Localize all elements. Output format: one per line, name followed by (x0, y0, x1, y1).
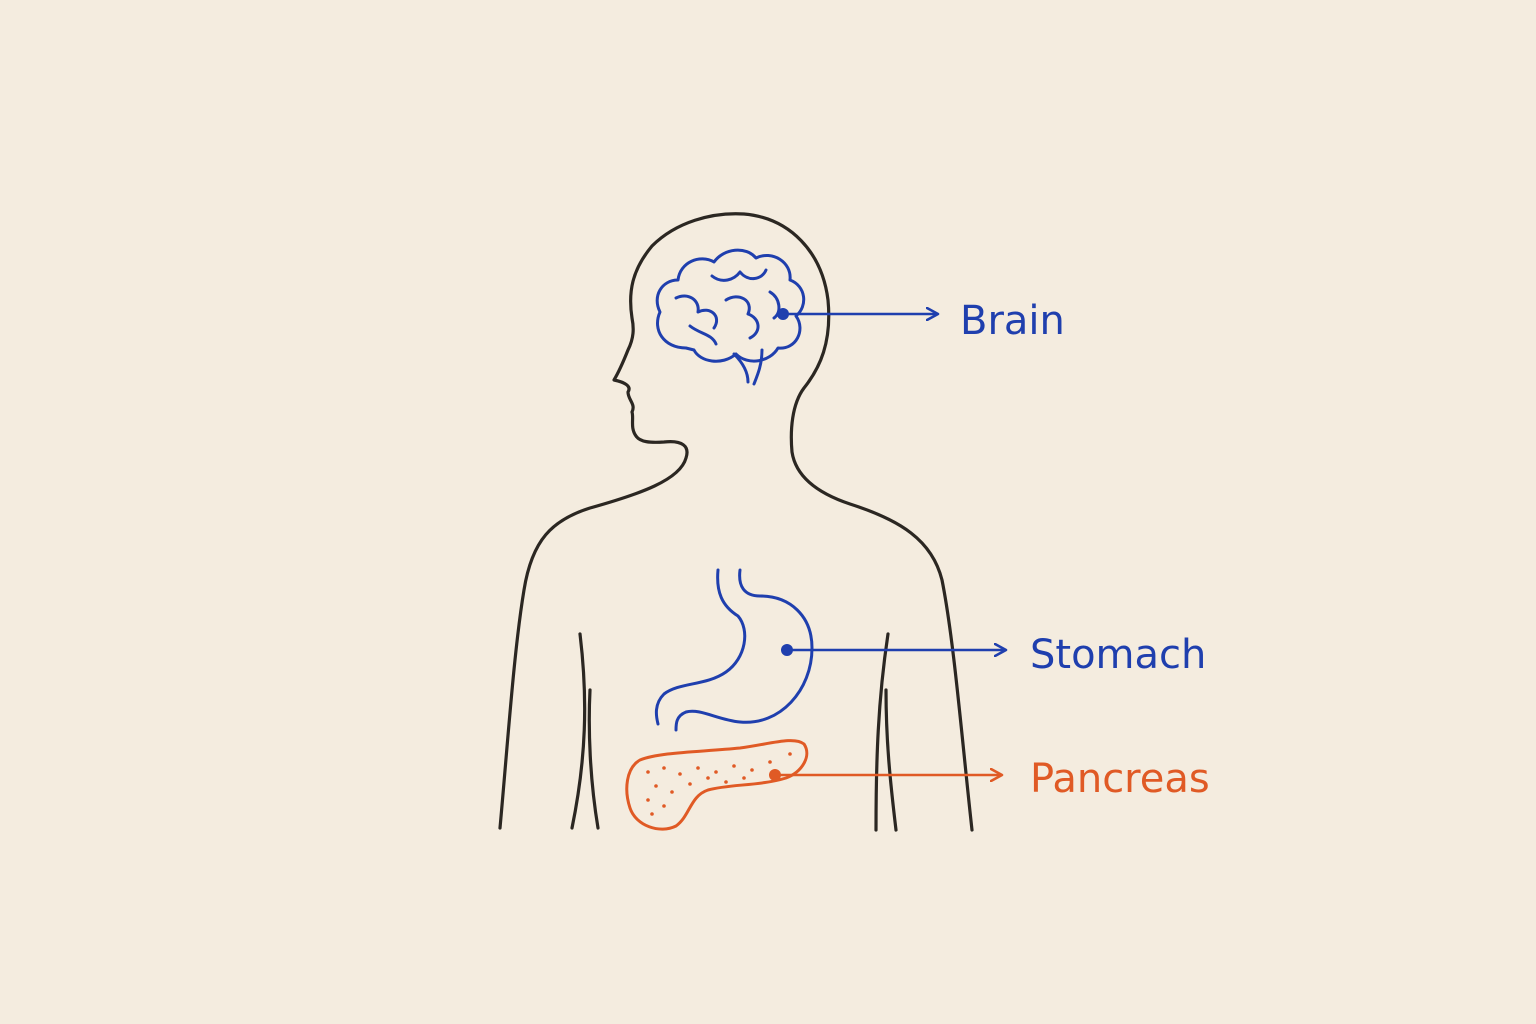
brain-label: Brain (960, 298, 1065, 344)
left-arm-inner-line (570, 632, 587, 830)
pancreas-texture (646, 752, 792, 816)
brain-icon (655, 248, 806, 386)
head-and-torso-outline (498, 212, 974, 832)
right-arm-inner-line-2 (884, 688, 898, 832)
stomach-label: Stomach (1030, 632, 1206, 678)
pancreas-icon (625, 739, 809, 831)
stomach-connector (781, 644, 1006, 656)
pancreas-label: Pancreas (1030, 756, 1210, 802)
pancreas-connector (769, 769, 1002, 781)
right-arm-inner-line (874, 632, 890, 832)
body-outline (498, 212, 974, 832)
stomach-icon (654, 568, 814, 732)
left-arm-inner-line-2 (587, 688, 600, 830)
brain-connector (777, 308, 938, 320)
